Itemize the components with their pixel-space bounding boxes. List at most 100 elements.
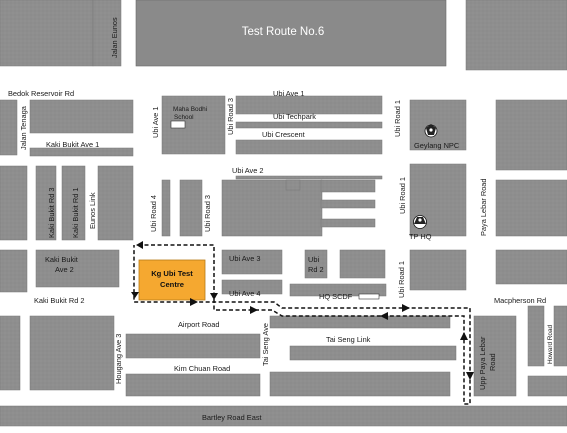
- block: [221, 279, 283, 295]
- label-jalan-tenaga: Jalan Tenaga: [19, 105, 28, 150]
- landmark-labels: Maha Bodhi School Geylang NPC TP HQ HQ S…: [173, 106, 460, 301]
- test-centre-block: [138, 259, 206, 301]
- block: [289, 345, 457, 361]
- block: [0, 249, 28, 293]
- block: [235, 175, 383, 180]
- block: [465, 0, 567, 71]
- block: [495, 249, 567, 285]
- block: [495, 179, 567, 237]
- label-kaki-bukit-rd-2: Kaki Bukit Rd 2: [34, 296, 85, 305]
- label-kaki-bukit-rd-3: Kaki Bukit Rd 3: [47, 187, 56, 238]
- label-ubi-rd-2-line1: Ubi: [308, 255, 319, 264]
- block: [320, 218, 376, 228]
- block: [495, 99, 567, 171]
- block: [409, 249, 467, 291]
- block: [0, 99, 18, 156]
- block: [92, 0, 122, 67]
- block: [339, 249, 386, 279]
- block: [29, 99, 134, 134]
- block: [553, 305, 567, 367]
- label-ubi-ave-2: Ubi Ave 2: [232, 166, 264, 175]
- label-ubi-road-3-mid: Ubi Road 3: [203, 195, 212, 232]
- label-ubi-ave-1-vertical: Ubi Ave 1: [151, 107, 160, 139]
- label-ubi-road-4: Ubi Road 4: [149, 195, 158, 232]
- label-hq-scdf: HQ SCDF: [319, 292, 353, 301]
- block: [304, 249, 328, 279]
- label-kaki-bukit-ave-2-line1: Kaki Bukit: [45, 255, 78, 264]
- road-labels: Jalan Eunos Bedok Reservoir Rd Ubi Ave 1…: [8, 17, 554, 422]
- test-centre-label-line2: Centre: [160, 280, 184, 289]
- label-ubi-rd-2-line2: Rd 2: [308, 265, 324, 274]
- block: [161, 179, 171, 237]
- label-ubi-road-1-low: Ubi Road 1: [397, 261, 406, 298]
- block: [235, 139, 383, 155]
- label-eunos-link: Eunos Link: [88, 192, 97, 229]
- label-upp-paya-lebar-road-line1: Upp Paya Lebar: [478, 336, 487, 390]
- label-ubi-road-1-mid: Ubi Road 1: [398, 177, 407, 214]
- police-crest-icon: [424, 124, 438, 138]
- label-kim-chuan-road: Kim Chuan Road: [174, 364, 230, 373]
- block: [179, 179, 203, 237]
- label-ubi-ave-4: Ubi Ave 4: [229, 289, 261, 298]
- label-upp-paya-lebar-road-line2: Road: [488, 353, 497, 371]
- block: [289, 283, 387, 297]
- block: [29, 147, 134, 157]
- label-ubi-ave-1: Ubi Ave 1: [273, 89, 305, 98]
- label-kaki-bukit-ave-1: Kaki Bukit Ave 1: [46, 140, 99, 149]
- school-marker: [170, 120, 186, 129]
- label-paya-lebar-road: Paya Lebar Road: [479, 178, 488, 236]
- block: [0, 315, 21, 391]
- label-hougang-ave-3: Hougang Ave 3: [114, 334, 123, 384]
- block: [125, 333, 261, 359]
- block: [125, 373, 261, 397]
- block: [221, 249, 283, 275]
- label-tai-seng-ave: Tai Seng Ave: [261, 323, 270, 366]
- label-ubi-ave-3: Ubi Ave 3: [229, 254, 261, 263]
- block: [35, 249, 120, 288]
- label-tp-hq: TP HQ: [409, 232, 432, 241]
- block: [29, 315, 115, 391]
- block: [320, 179, 376, 193]
- block: [285, 179, 301, 191]
- label-bartley-road-east: Bartley Road East: [202, 413, 262, 422]
- block: [0, 165, 28, 241]
- map-title: Test Route No.6: [242, 26, 324, 38]
- hq-scdf-marker: [358, 293, 380, 300]
- block: [320, 199, 376, 209]
- label-maha-bodhi-line1: Maha Bodhi: [173, 106, 207, 113]
- block: [97, 165, 134, 241]
- label-bedok-reservoir-rd: Bedok Reservoir Rd: [8, 89, 74, 98]
- label-macpherson-rd: Macpherson Rd: [494, 296, 546, 305]
- block: [527, 305, 545, 367]
- label-kaki-bukit-ave-2-line2: Ave 2: [55, 265, 74, 274]
- label-maha-bodhi-line2: School: [174, 114, 194, 121]
- traffic-police-icon: [413, 215, 427, 229]
- block: [235, 95, 383, 115]
- label-geylang-npc: Geylang NPC: [414, 141, 460, 150]
- route-arrows: [131, 241, 474, 380]
- label-airport-road: Airport Road: [178, 320, 220, 329]
- block: [473, 315, 517, 397]
- title-block: [135, 0, 447, 67]
- label-ubi-road-1-top: Ubi Road 1: [393, 100, 402, 137]
- block: [221, 179, 323, 237]
- block: [61, 165, 86, 241]
- label-tai-seng-link: Tai Seng Link: [326, 335, 371, 344]
- block: [35, 165, 57, 241]
- block: [269, 315, 451, 329]
- block: [269, 371, 451, 397]
- label-jalan-eunos: Jalan Eunos: [110, 17, 119, 58]
- block: [527, 375, 567, 397]
- block: [409, 99, 467, 151]
- label-ubi-crescent: Ubi Crescent: [262, 130, 305, 139]
- label-ubi-techpark: Ubi Techpark: [273, 112, 316, 121]
- label-howard-road: Howard Road: [547, 324, 554, 364]
- test-route: [133, 244, 471, 405]
- block: [0, 0, 94, 67]
- block: [235, 121, 383, 129]
- test-centre-label-line1: Kg Ubi Test: [151, 269, 193, 278]
- label-ubi-road-3-top: Ubi Road 3: [226, 98, 235, 135]
